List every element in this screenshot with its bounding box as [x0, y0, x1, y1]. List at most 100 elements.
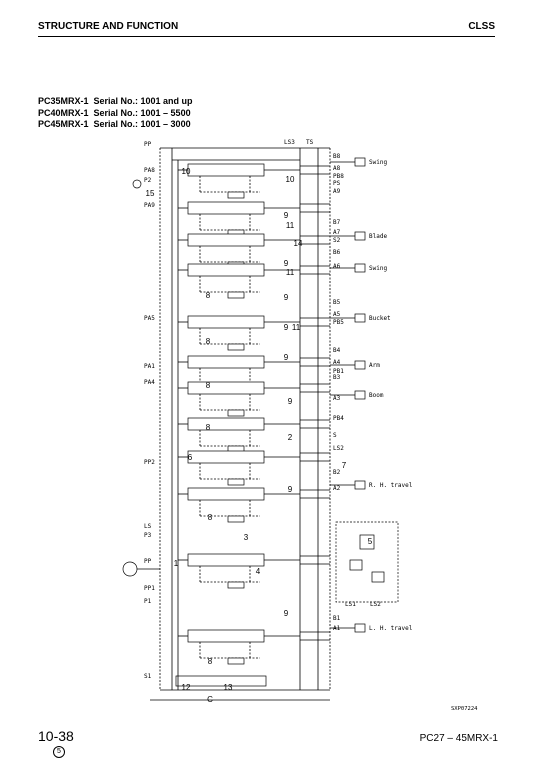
- port-label: B4: [333, 347, 341, 354]
- actuator-label: Boom: [369, 392, 384, 399]
- figure-id: SXP07224: [451, 706, 478, 712]
- serial-line: PC35MRX-1 Serial No.: 1001 and up: [38, 96, 193, 106]
- port-label: PS: [333, 180, 341, 187]
- actuator-label: L. H. travel: [369, 625, 413, 632]
- control-valve-spool: [187, 417, 265, 431]
- port-label: A5: [333, 311, 341, 318]
- port-label: LS1: [345, 601, 356, 608]
- revision-badge: 5: [53, 746, 65, 758]
- callout-number: 1: [174, 559, 179, 568]
- port-label: PA8: [144, 167, 155, 174]
- actuator-symbol: [354, 157, 366, 167]
- callout-number: 9: [284, 211, 289, 220]
- callout-number: 9: [284, 293, 289, 302]
- unload-valve-block: [175, 675, 267, 687]
- model-footer: PC27 – 45MRX-1: [419, 733, 498, 744]
- port-label: PA1: [144, 363, 155, 370]
- actuator-symbol: [354, 480, 366, 490]
- pressure-compensation-valve: [227, 191, 245, 199]
- control-valve-spool: [187, 553, 265, 567]
- port-label: B7: [333, 219, 341, 226]
- port-label: PB8: [333, 173, 344, 180]
- actuator-label: Blade: [369, 233, 387, 240]
- actuator-symbol: [354, 313, 366, 323]
- callout-number: 12: [182, 683, 191, 692]
- callout-number: 13: [224, 683, 233, 692]
- actuator-label: Bucket: [369, 315, 391, 322]
- callout-number: 10: [182, 167, 191, 176]
- port-label: B2: [333, 469, 341, 476]
- callout-number: 9: [288, 485, 293, 494]
- actuator-symbol: [354, 231, 366, 241]
- pressure-compensation-valve: [227, 409, 245, 417]
- port-label: PP1: [144, 585, 155, 592]
- port-label: TS: [306, 139, 314, 146]
- travel-motor-block: [335, 521, 399, 603]
- callout-number: 9: [288, 397, 293, 406]
- port-label: LS2: [370, 601, 381, 608]
- callout-number: 7: [342, 461, 347, 470]
- port-label: A1: [333, 625, 341, 632]
- port-label: P3: [144, 532, 152, 539]
- port-label: A9: [333, 188, 341, 195]
- control-valve-spool: [187, 263, 265, 277]
- callout-number: 4: [256, 567, 261, 576]
- port-label: A2: [333, 485, 341, 492]
- port-label: A6: [333, 263, 341, 270]
- control-valve-spool: [187, 381, 265, 395]
- callout-number: 11: [292, 323, 301, 332]
- pressure-compensation-valve: [227, 515, 245, 523]
- callout-number: 5: [368, 537, 373, 546]
- control-valve-spool: [187, 163, 265, 177]
- callout-number: 10: [286, 175, 295, 184]
- callout-number: 11: [286, 221, 295, 230]
- actuator-symbol: [354, 360, 366, 370]
- actuator-label: R. H. travel: [369, 482, 413, 489]
- callout-number: 9: [284, 259, 289, 268]
- callout-number: 8: [208, 657, 213, 666]
- callout-number: 9: [284, 323, 289, 332]
- actuator-label: Swing: [369, 265, 387, 272]
- port-label: B6: [333, 249, 341, 256]
- callout-number: 2: [288, 433, 293, 442]
- serial-number-block: PC35MRX-1 Serial No.: 1001 and up PC40MR…: [38, 96, 193, 131]
- pressure-compensation-valve: [227, 478, 245, 486]
- port-label: PP: [144, 558, 152, 565]
- actuator-symbol: [354, 390, 366, 400]
- callout-number: 8: [208, 513, 213, 522]
- pilot-symbol: [132, 179, 142, 189]
- pressure-compensation-valve: [227, 657, 245, 665]
- callout-number: 6: [188, 453, 193, 462]
- control-valve-spool: [187, 629, 265, 643]
- callout-number: 8: [206, 381, 211, 390]
- callout-number: 14: [294, 239, 303, 248]
- page-header: STRUCTURE AND FUNCTION CLSS: [38, 21, 495, 35]
- port-label: A4: [333, 359, 341, 366]
- port-label: PA5: [144, 315, 155, 322]
- port-label: LS3: [284, 139, 295, 146]
- port-label: S2: [333, 237, 341, 244]
- port-label: LS2: [333, 445, 344, 452]
- port-label: A7: [333, 229, 341, 236]
- actuator-symbol: [354, 263, 366, 273]
- port-label: PA9: [144, 202, 155, 209]
- control-valve-spool: [187, 355, 265, 369]
- travel-valve: [371, 571, 385, 583]
- port-label: S1: [144, 673, 152, 680]
- port-label: P1: [144, 598, 152, 605]
- port-label: PB5: [333, 319, 344, 326]
- callout-number: C: [207, 695, 213, 704]
- pressure-compensation-valve: [227, 581, 245, 589]
- port-label: LS: [144, 523, 152, 530]
- port-label: S: [333, 432, 337, 439]
- page-number: 10-38: [38, 728, 74, 744]
- actuator-label: Swing: [369, 159, 387, 166]
- header-rule: [38, 36, 495, 37]
- port-label: B8: [333, 153, 341, 160]
- callout-number: 8: [206, 337, 211, 346]
- pressure-compensation-valve: [227, 291, 245, 299]
- callout-number: 9: [284, 353, 289, 362]
- port-label: PB1: [333, 368, 344, 375]
- actuator-symbol: [354, 623, 366, 633]
